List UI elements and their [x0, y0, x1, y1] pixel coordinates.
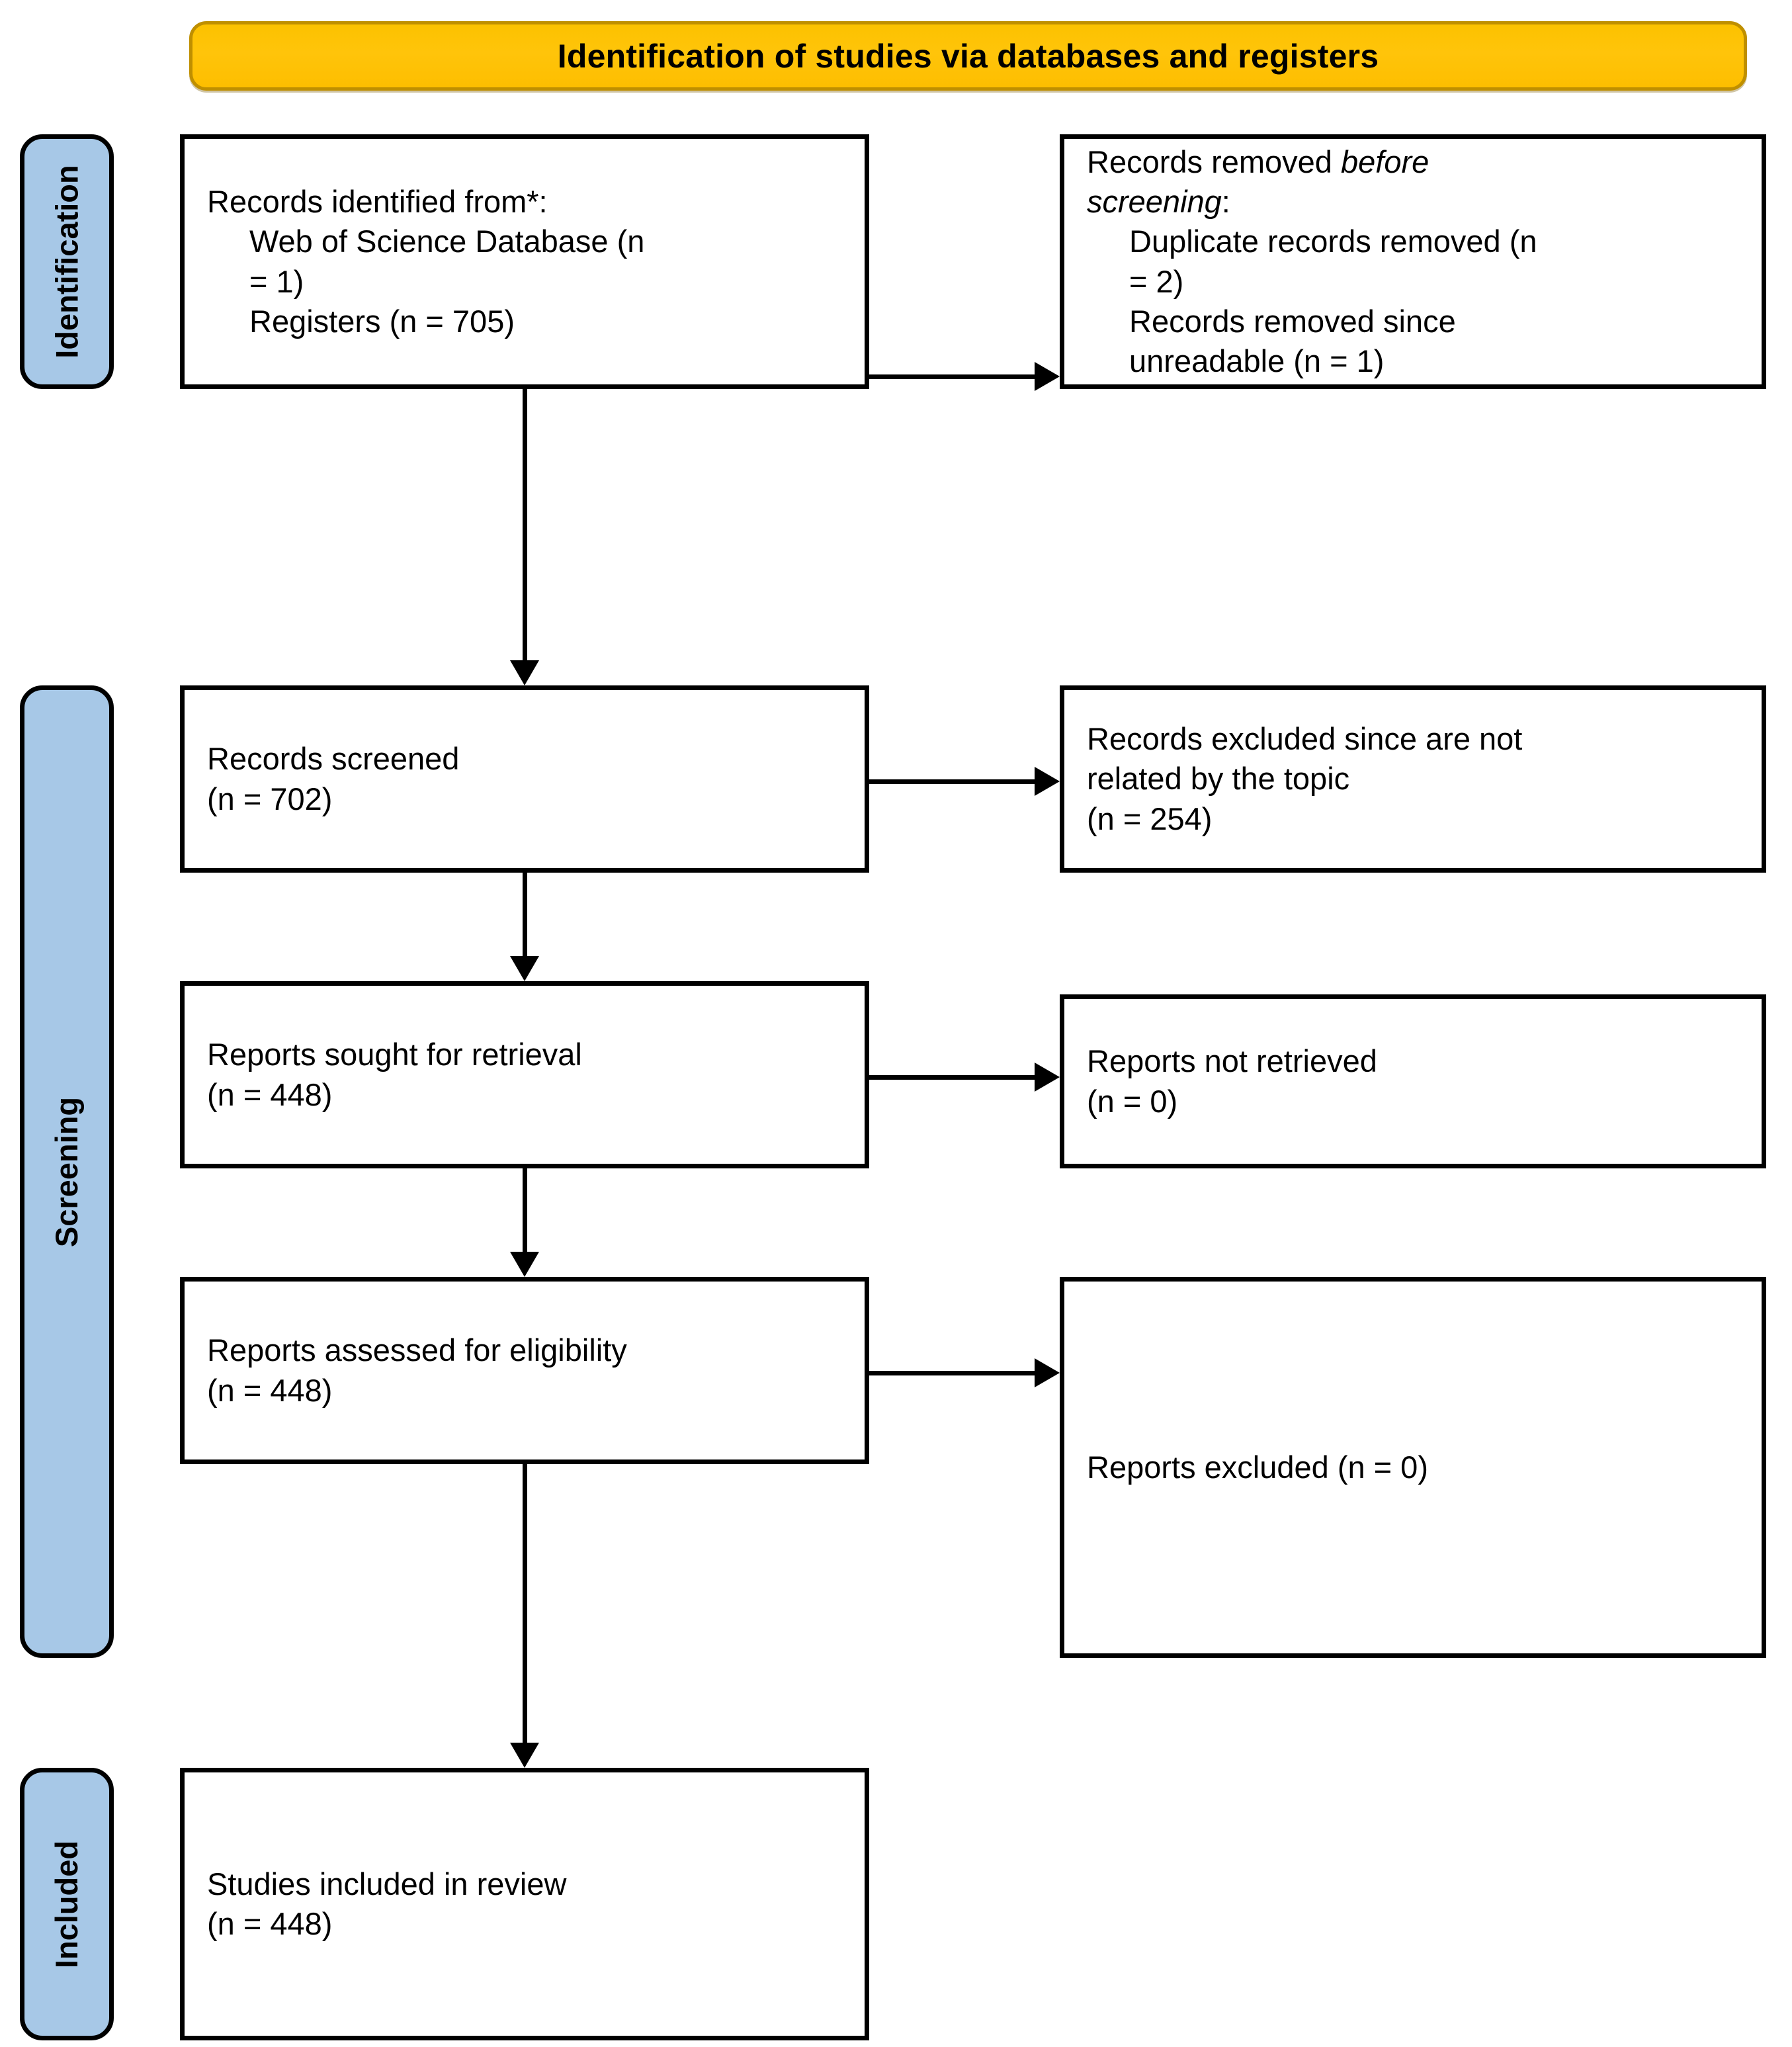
records-identified-line-3: = 1) — [249, 263, 304, 299]
box-records-screened: Records screened (n = 702) — [180, 685, 869, 873]
connector-screened-to-excluded-topic — [869, 779, 1035, 784]
records-removed-lead-colon: : — [1221, 184, 1230, 220]
connector-assessed-to-reports-excluded — [869, 1371, 1035, 1375]
arrowhead-right-icon-reports-excluded — [1035, 1358, 1060, 1387]
connector-sought-to-assessed — [523, 1168, 527, 1252]
reports-sought-line-2: (n = 448) — [207, 1076, 333, 1112]
records-removed-lead-italic-before: before — [1341, 144, 1429, 180]
records-excluded-topic-line-2: related by the topic — [1087, 761, 1350, 797]
box-records-removed-before-screening: Records removed before screening: Duplic… — [1060, 134, 1766, 389]
box-records-excluded-topic: Records excluded since are not related b… — [1060, 685, 1766, 873]
box-reports-not-retrieved: Reports not retrieved (n = 0) — [1060, 994, 1766, 1168]
records-removed-line-1: Duplicate records removed (n — [1129, 224, 1537, 259]
connector-identified-to-removed — [869, 374, 1035, 379]
records-removed-line-2: = 2) — [1129, 263, 1184, 299]
records-removed-lead-plain: Records removed — [1087, 144, 1341, 180]
studies-included-line-2: (n = 448) — [207, 1906, 333, 1941]
box-reports-excluded: Reports excluded (n = 0) — [1060, 1277, 1766, 1658]
connector-screened-to-sought — [523, 873, 527, 956]
reports-not-retrieved-line-1: Reports not retrieved — [1087, 1043, 1377, 1079]
phase-label-identification-text: Identification — [49, 165, 85, 359]
connector-sought-to-not-retrieved — [869, 1075, 1035, 1080]
reports-assessed-line-1: Reports assessed for eligibility — [207, 1332, 627, 1368]
reports-assessed-line-2: (n = 448) — [207, 1372, 333, 1408]
reports-sought-line-1: Reports sought for retrieval — [207, 1037, 582, 1072]
records-excluded-topic-line-3: (n = 254) — [1087, 801, 1213, 836]
arrowhead-down-icon-included — [510, 1743, 539, 1768]
arrowhead-down-icon-screened — [510, 660, 539, 685]
diagram-header-banner: Identification of studies via databases … — [189, 21, 1747, 91]
reports-excluded-line-1: Reports excluded (n = 0) — [1087, 1449, 1428, 1485]
arrowhead-down-icon-sought — [510, 956, 539, 981]
phase-label-screening: Screening — [20, 685, 114, 1658]
connector-identified-to-screened — [523, 389, 527, 660]
arrowhead-down-icon-assessed — [510, 1252, 539, 1277]
reports-not-retrieved-line-2: (n = 0) — [1087, 1083, 1178, 1119]
arrowhead-right-icon-excluded-topic — [1035, 767, 1060, 796]
studies-included-line-1: Studies included in review — [207, 1866, 567, 1901]
records-identified-line-1: Records identified from*: — [207, 184, 548, 220]
arrowhead-right-icon-not-retrieved — [1035, 1063, 1060, 1092]
phase-label-included-text: Included — [49, 1840, 85, 1968]
arrowhead-right-icon-removed — [1035, 362, 1060, 391]
records-removed-lead-italic-screening: screening — [1087, 184, 1222, 220]
phase-label-screening-text: Screening — [49, 1096, 85, 1247]
box-reports-assessed-for-eligibility: Reports assessed for eligibility (n = 44… — [180, 1277, 869, 1464]
records-removed-heading-line-2: screening: — [1087, 182, 1739, 222]
box-reports-sought-for-retrieval: Reports sought for retrieval (n = 448) — [180, 981, 869, 1168]
records-screened-line-2: (n = 702) — [207, 781, 333, 816]
records-removed-heading-line-1: Records removed before — [1087, 142, 1739, 182]
diagram-title: Identification of studies via databases … — [557, 37, 1379, 75]
records-removed-line-3: Records removed since — [1129, 303, 1456, 339]
records-excluded-topic-line-1: Records excluded since are not — [1087, 721, 1523, 757]
phase-label-identification: Identification — [20, 134, 114, 389]
phase-label-included: Included — [20, 1768, 114, 2040]
records-screened-line-1: Records screened — [207, 741, 460, 777]
box-studies-included-in-review: Studies included in review (n = 448) — [180, 1768, 869, 2040]
records-removed-line-4: unreadable (n = 1) — [1129, 343, 1385, 378]
connector-assessed-to-included — [523, 1464, 527, 1743]
records-identified-line-4: Registers (n = 705) — [249, 303, 515, 339]
box-records-identified: Records identified from*: Web of Science… — [180, 134, 869, 389]
records-identified-line-2: Web of Science Database (n — [249, 224, 645, 259]
